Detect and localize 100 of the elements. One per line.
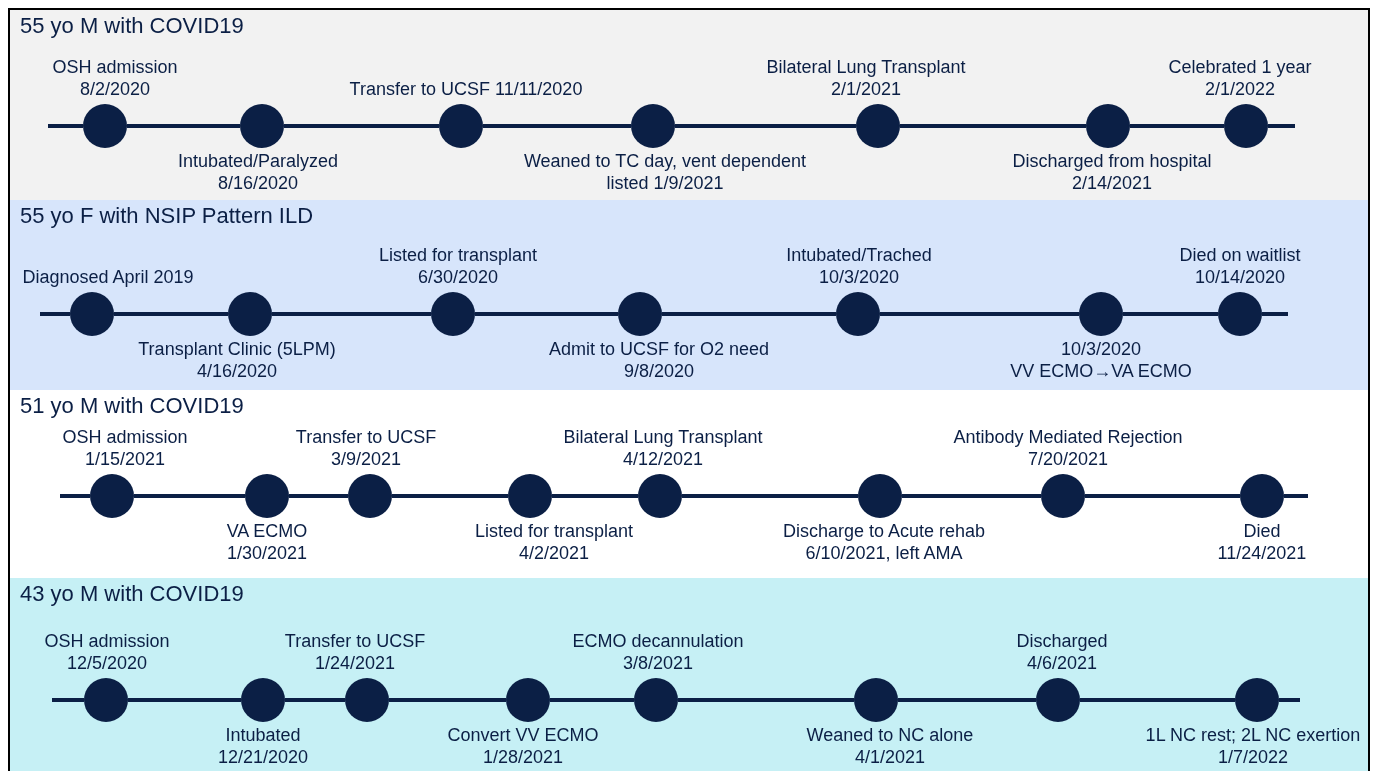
- timeline-dot: [631, 104, 675, 148]
- timeline-band: [10, 10, 1368, 200]
- timeline-line: [678, 698, 854, 702]
- event-label: Diagnosed April 2019: [22, 266, 194, 288]
- band-title: 51 yo M with COVID19: [20, 393, 244, 419]
- timeline-line: [475, 312, 618, 316]
- timeline-line: [40, 312, 70, 316]
- timeline-line: [289, 494, 348, 498]
- event-label: Admit to UCSF for O2 need 9/8/2020: [548, 338, 770, 382]
- timeline-dot: [1224, 104, 1268, 148]
- event-label: Bilateral Lung Transplant 4/12/2021: [563, 426, 763, 470]
- timeline-dot: [634, 678, 678, 722]
- event-label: Intubated/Paralyzed 8/16/2020: [177, 150, 339, 194]
- event-label: Weaned to NC alone 4/1/2021: [806, 724, 974, 768]
- event-label: Convert VV ECMO 1/28/2021: [447, 724, 599, 768]
- timeline-line: [52, 698, 84, 702]
- timeline-line: [675, 124, 856, 128]
- event-label: OSH admission 8/2/2020: [52, 56, 178, 100]
- band-title: 55 yo F with NSIP Pattern ILD: [20, 203, 314, 229]
- timeline-line: [284, 124, 439, 128]
- timeline-dot: [856, 104, 900, 148]
- timeline-dot: [83, 104, 127, 148]
- timeline-dot: [836, 292, 880, 336]
- event-label: Transfer to UCSF 1/24/2021: [284, 630, 426, 674]
- event-label: OSH admission 1/15/2021: [62, 426, 188, 470]
- timeline-line: [389, 698, 506, 702]
- timeline-line: [550, 698, 634, 702]
- event-label: Bilateral Lung Transplant 2/1/2021: [766, 56, 966, 100]
- timeline-line: [1262, 312, 1288, 316]
- band-title: 55 yo M with COVID19: [20, 13, 244, 39]
- band-title: 43 yo M with COVID19: [20, 581, 244, 607]
- timeline-line: [1130, 124, 1224, 128]
- timeline-line: [1080, 698, 1235, 702]
- timeline-line: [1279, 698, 1300, 702]
- event-label: Celebrated 1 year 2/1/2022: [1168, 56, 1312, 100]
- event-label: OSH admission 12/5/2020: [44, 630, 170, 674]
- event-label: ECMO decannulation 3/8/2021: [572, 630, 744, 674]
- timeline-dot: [1036, 678, 1080, 722]
- timeline-line: [60, 494, 90, 498]
- event-label: Discharged 4/6/2021: [1016, 630, 1108, 674]
- timeline-dot: [241, 678, 285, 722]
- timeline-line: [682, 494, 858, 498]
- timeline-dot: [618, 292, 662, 336]
- timeline-line: [1085, 494, 1240, 498]
- event-label: Transfer to UCSF 11/11/2020: [349, 78, 583, 100]
- timeline-line: [285, 698, 345, 702]
- timeline-dot: [1041, 474, 1085, 518]
- timeline-dot: [70, 292, 114, 336]
- event-label: Discharged from hospital 2/14/2021: [1012, 150, 1212, 194]
- timeline-dot: [348, 474, 392, 518]
- timeline-line: [392, 494, 508, 498]
- timeline-line: [134, 494, 245, 498]
- timeline-band: [10, 200, 1368, 390]
- timeline-dot: [90, 474, 134, 518]
- timeline-line: [902, 494, 1041, 498]
- timeline-dot: [1235, 678, 1279, 722]
- timeline-dot: [854, 678, 898, 722]
- event-label: 10/3/2020 VV ECMO→VA ECMO: [1010, 338, 1192, 382]
- timeline-dot: [508, 474, 552, 518]
- timeline-line: [552, 494, 638, 498]
- timeline-line: [48, 124, 83, 128]
- event-label: Weaned to TC day, vent dependent listed 1/9/2021: [523, 150, 807, 194]
- timeline-line: [483, 124, 631, 128]
- timeline-dot: [84, 678, 128, 722]
- timeline-line: [900, 124, 1086, 128]
- timeline-band: [10, 578, 1368, 771]
- timeline-dot: [245, 474, 289, 518]
- timeline-line: [272, 312, 431, 316]
- event-label: VA ECMO 1/30/2021: [226, 520, 308, 564]
- event-label: Transfer to UCSF 3/9/2021: [295, 426, 437, 470]
- event-label: Intubated 12/21/2020: [217, 724, 309, 768]
- event-label: Died 11/24/2021: [1217, 520, 1307, 564]
- timeline-dot: [1240, 474, 1284, 518]
- event-label: Died on waitlist 10/14/2020: [1179, 244, 1301, 288]
- event-label: 1L NC rest; 2L NC exertion 1/7/2022: [1145, 724, 1361, 768]
- timeline-line: [114, 312, 228, 316]
- timeline-dot: [1086, 104, 1130, 148]
- timeline-line: [1284, 494, 1308, 498]
- event-label: Intubated/Trached 10/3/2020: [786, 244, 932, 288]
- timeline-dot: [1079, 292, 1123, 336]
- timeline-line: [898, 698, 1036, 702]
- timeline-dot: [439, 104, 483, 148]
- timeline-line: [1123, 312, 1218, 316]
- timeline-dot: [858, 474, 902, 518]
- timeline-dot: [228, 292, 272, 336]
- timeline-dot: [506, 678, 550, 722]
- event-label: Antibody Mediated Rejection 7/20/2021: [953, 426, 1183, 470]
- timeline-dot: [638, 474, 682, 518]
- timeline-dot: [431, 292, 475, 336]
- event-label: Listed for transplant 4/2/2021: [474, 520, 634, 564]
- timeline-dot: [345, 678, 389, 722]
- event-label: Discharge to Acute rehab 6/10/2021, left AMA: [782, 520, 986, 564]
- event-label: Transplant Clinic (5LPM) 4/16/2020: [138, 338, 336, 382]
- timeline-line: [127, 124, 240, 128]
- timeline-dot: [1218, 292, 1262, 336]
- event-label: Listed for transplant 6/30/2020: [378, 244, 538, 288]
- timeline-dot: [240, 104, 284, 148]
- timeline-line: [1268, 124, 1295, 128]
- timeline-line: [662, 312, 836, 316]
- timeline-line: [128, 698, 241, 702]
